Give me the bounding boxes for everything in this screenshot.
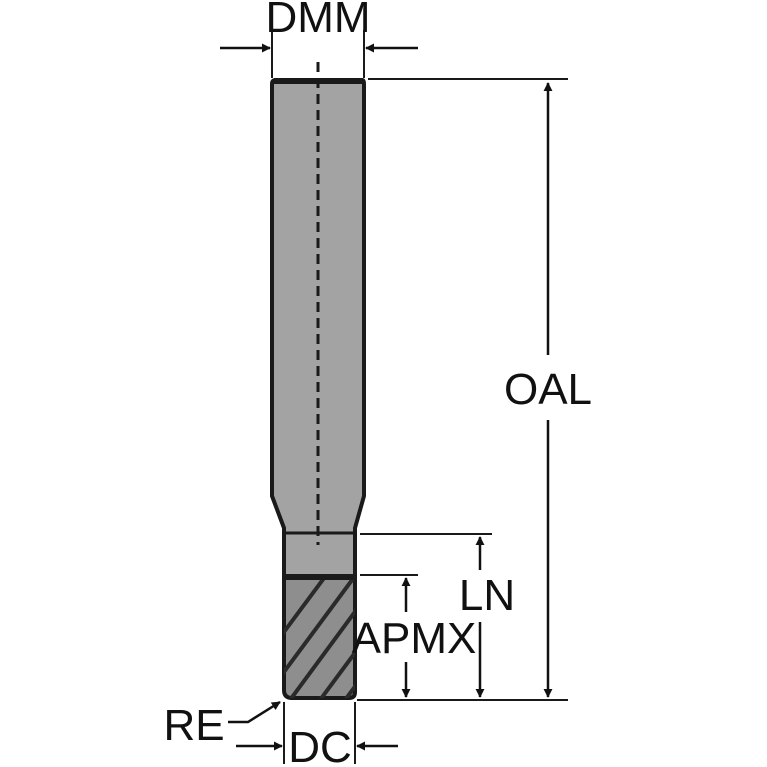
oal-dimension: OAL (357, 78, 592, 701)
dmm-label: DMM (265, 0, 370, 42)
ln-dimension: LN (360, 533, 515, 698)
dc-label: DC (288, 723, 352, 767)
apmx-label: APMX (352, 614, 477, 663)
flute-line (318, 649, 355, 698)
flute-line (343, 683, 355, 698)
apmx-dimension: APMX (352, 574, 477, 698)
re-label: RE (163, 701, 224, 750)
flute-line (284, 576, 329, 636)
flute-line (284, 576, 355, 676)
flute-line (288, 608, 355, 698)
ln-label: LN (459, 571, 515, 620)
dmm-dimension: DMM (220, 0, 418, 78)
oal-label: OAL (504, 365, 592, 414)
dc-dimension: DC (236, 702, 398, 767)
re-dimension: RE (163, 700, 281, 750)
flute-section (282, 574, 357, 700)
